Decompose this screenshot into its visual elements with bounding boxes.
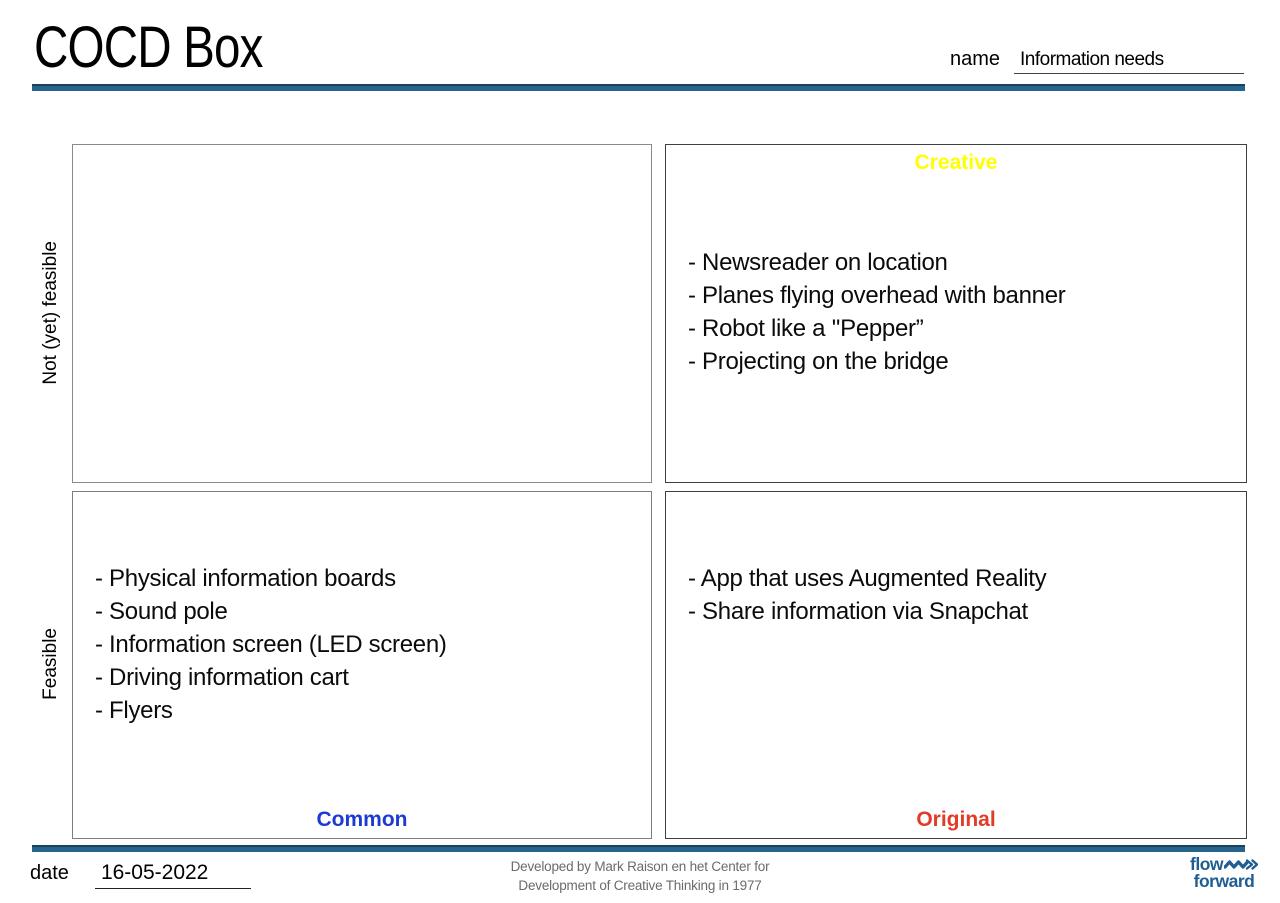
quadrant-top-left (72, 144, 652, 483)
axis-label-feasible: Feasible (40, 628, 61, 700)
footer-divider (32, 845, 1245, 852)
list-item: - Projecting on the bridge (688, 348, 949, 375)
axis-label-not-yet-feasible: Not (yet) feasible (40, 240, 61, 385)
quadrant-top-right: Creative - Newsreader on location - Plane… (665, 144, 1247, 483)
list-item: - Newsreader on location (688, 249, 948, 276)
name-value: Information needs (1014, 49, 1245, 74)
flow-forward-logo: flow forward (1180, 854, 1268, 891)
quadrant-bottom-right-items: - App that uses Augmented Reality - Share… (666, 492, 1246, 838)
list-item: - Sound pole (95, 598, 228, 625)
original-label: Original (916, 808, 996, 831)
creative-label: Creative (914, 151, 998, 174)
quadrant-bottom-left-items: - Physical information boards - Sound pol… (73, 492, 651, 838)
wave-arrow-icon (1223, 857, 1259, 873)
list-item: - App that uses Augmented Reality (688, 565, 1047, 592)
list-item: - Robot like a ''Pepper” (688, 315, 924, 342)
list-item: - Share information via Snapchat (688, 598, 1028, 625)
credit-text: Developed by Mark Raison en het Center f… (400, 857, 880, 895)
list-item: - Driving information cart (95, 664, 349, 691)
list-item: - Physical information boards (95, 565, 396, 592)
date-label: date (30, 862, 69, 884)
list-item: - Planes flying overhead with banner (688, 282, 1066, 309)
quadrant-top-right-items: - Newsreader on location - Planes flying … (666, 145, 1246, 482)
quadrant-bottom-left: - Physical information boards - Sound pol… (72, 491, 652, 839)
list-item: - Flyers (95, 697, 173, 724)
name-label: name (950, 48, 1001, 70)
logo-word-forward: forward (1193, 871, 1255, 891)
date-value: 16-05-2022 (94, 861, 251, 889)
credit-line-2: Development of Creative Thinking in 1977 (518, 878, 762, 893)
page-title: COCD Box (34, 15, 263, 80)
credit-line-1: Developed by Mark Raison en het Center f… (510, 859, 770, 874)
date-field: date 16-05-2022 (30, 861, 251, 889)
logo-word-flow: flow (1190, 854, 1224, 874)
quadrant-top-left-items (73, 145, 651, 482)
quadrant-bottom-right: - App that uses Augmented Reality - Share… (665, 491, 1247, 839)
name-field: name Information needs (950, 48, 1245, 74)
list-item: - Information screen (LED screen) (95, 631, 447, 658)
common-label: Common (316, 808, 408, 831)
header-divider (32, 84, 1245, 91)
